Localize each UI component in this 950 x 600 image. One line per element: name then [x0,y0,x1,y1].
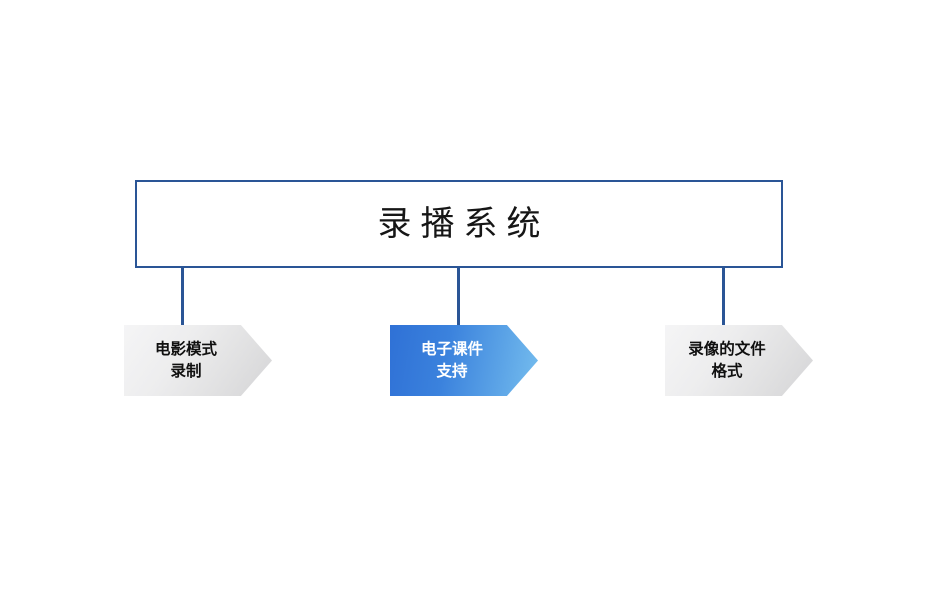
connector-line-right [722,267,725,326]
chevron-node-recording-file-format[interactable]: 录像的文件 格式 [665,325,813,396]
chevron-node-courseware-support[interactable]: 电子课件 支持 [390,325,538,396]
chevron-node-movie-mode-recording[interactable]: 电影模式 录制 [124,325,272,396]
connector-line-left [181,267,184,326]
chevron-label-recording-file-format: 录像的文件 格式 [688,340,766,380]
connector-line-center [457,267,460,326]
root-node-box[interactable]: 录播系统 [135,180,783,268]
chevron-label-movie-mode-recording: 电影模式 录制 [154,340,217,380]
root-node-label: 录播系统 [377,204,550,244]
chevron-label-courseware-support: 电子课件 支持 [420,340,483,380]
